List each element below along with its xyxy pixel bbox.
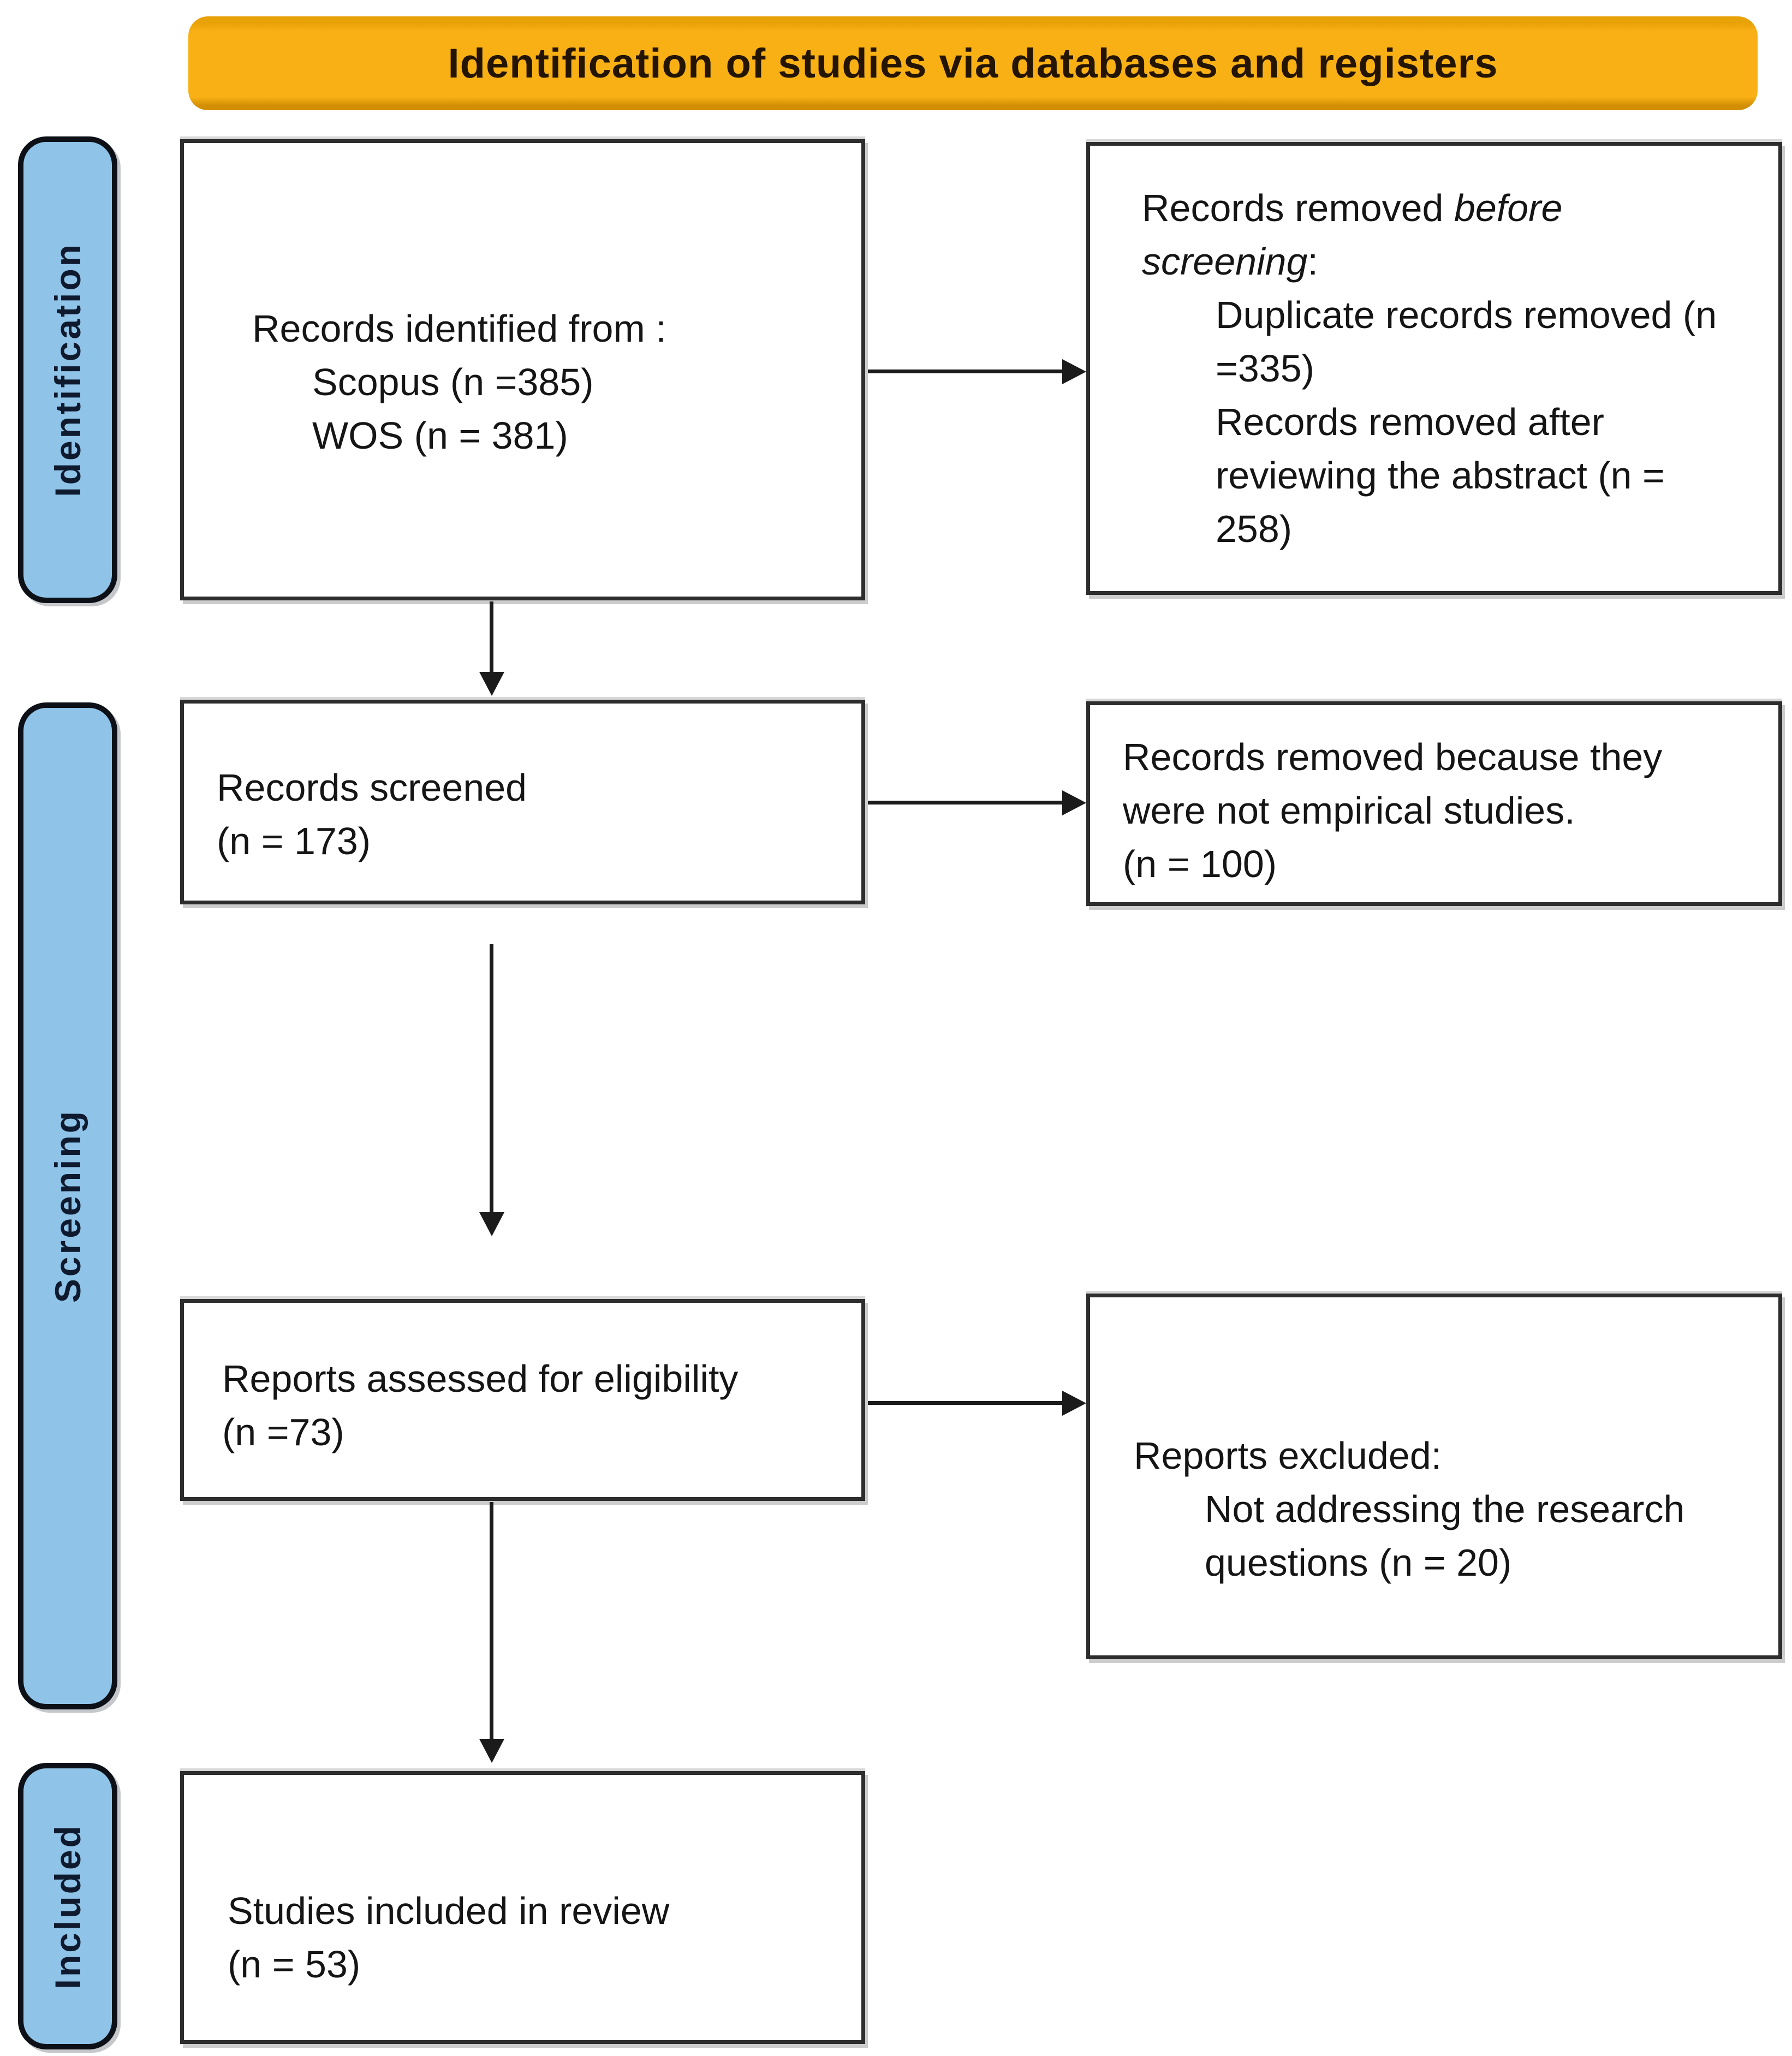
- box-records-removed-before-screening: Records removed before screening: Duplic…: [1086, 142, 1782, 595]
- records-identified-source-scopus: Scopus (n =385): [312, 360, 594, 403]
- removed-before-item-abstract-3: 258): [1216, 508, 1293, 550]
- box-records-identified-content: Records identified from : Scopus (n =385…: [184, 302, 861, 462]
- removed-before-title-line1: Records removed before: [1142, 181, 1762, 235]
- arrow-identified-to-screened-line: [490, 601, 493, 674]
- not-empirical-text-2: were not empirical studies.: [1123, 789, 1575, 832]
- not-empirical-text-1: Records removed because they: [1123, 735, 1663, 778]
- box-reports-assessed-content: Reports assessed for eligibility (n =73): [184, 1352, 861, 1459]
- box-reports-excluded: Reports excluded: Not addressing the res…: [1086, 1294, 1782, 1659]
- box-records-removed-before-content: Records removed before screening: Duplic…: [1090, 181, 1778, 556]
- records-identified-title: Records identified from :: [252, 307, 666, 350]
- box-reports-excluded-content: Reports excluded: Not addressing the res…: [1090, 1429, 1778, 1589]
- arrow-right-icon: [1062, 359, 1086, 384]
- records-screened-count: (n = 173): [217, 819, 371, 862]
- box-records-screened-content: Records screened (n = 173): [184, 761, 861, 868]
- reports-excluded-title: Reports excluded:: [1134, 1434, 1442, 1477]
- studies-included-count: (n = 53): [228, 1943, 361, 1986]
- header-banner: Identification of studies via databases …: [188, 16, 1758, 110]
- removed-before-item-abstract-2: reviewing the abstract (n =: [1216, 454, 1665, 497]
- reports-assessed-text: Reports assessed for eligibility: [222, 1357, 739, 1400]
- box-records-removed-not-empirical: Records removed because they were not em…: [1086, 701, 1782, 906]
- box-not-empirical-content: Records removed because they were not em…: [1090, 730, 1778, 891]
- reports-assessed-count: (n =73): [222, 1411, 344, 1453]
- box-studies-included-content: Studies included in review (n = 53): [184, 1884, 861, 1991]
- box-studies-included: Studies included in review (n = 53): [180, 1771, 865, 2044]
- arrow-down-icon: [479, 1212, 504, 1236]
- stage-label-identification-text: Identification: [47, 242, 88, 497]
- removed-before-italic2: screening: [1142, 240, 1308, 283]
- studies-included-text: Studies included in review: [228, 1890, 670, 1932]
- box-reports-assessed: Reports assessed for eligibility (n =73): [180, 1299, 865, 1501]
- stage-label-screening: Screening: [18, 702, 117, 1709]
- arrow-identified-to-removed-line: [868, 370, 1063, 373]
- removed-before-item-abstract-1: Records removed after: [1216, 401, 1604, 443]
- stage-label-identification: Identification: [18, 136, 117, 603]
- removed-before-title-line2: screening:: [1142, 235, 1762, 288]
- arrow-screened-to-not-empirical-line: [868, 801, 1063, 804]
- arrow-assessed-to-excluded-line: [868, 1401, 1063, 1405]
- stage-label-screening-text: Screening: [47, 1109, 88, 1303]
- arrow-down-icon: [479, 1739, 504, 1763]
- removed-before-item-duplicates-2: =335): [1216, 347, 1314, 390]
- records-identified-source-wos: WOS (n = 381): [312, 414, 568, 457]
- removed-before-item-duplicates-1: Duplicate records removed (n: [1216, 294, 1717, 336]
- stage-label-included-text: Included: [47, 1823, 88, 1989]
- reports-excluded-reason-2: questions (n = 20): [1205, 1541, 1512, 1584]
- arrow-screened-to-assessed-line: [490, 944, 493, 1214]
- arrow-down-icon: [479, 672, 504, 696]
- removed-before-prefix: Records removed: [1142, 187, 1454, 229]
- removed-before-colon: :: [1307, 240, 1318, 283]
- records-screened-text: Records screened: [217, 766, 527, 809]
- arrow-right-icon: [1062, 790, 1086, 815]
- header-title: Identification of studies via databases …: [448, 40, 1498, 87]
- stage-label-included: Included: [18, 1763, 117, 2049]
- box-records-screened: Records screened (n = 173): [180, 700, 865, 904]
- not-empirical-count: (n = 100): [1123, 842, 1277, 885]
- box-records-identified: Records identified from : Scopus (n =385…: [180, 139, 865, 600]
- arrow-right-icon: [1062, 1391, 1086, 1416]
- reports-excluded-reason-1: Not addressing the research: [1205, 1488, 1685, 1530]
- removed-before-italic1: before: [1454, 187, 1563, 229]
- arrow-assessed-to-included-line: [490, 1502, 493, 1741]
